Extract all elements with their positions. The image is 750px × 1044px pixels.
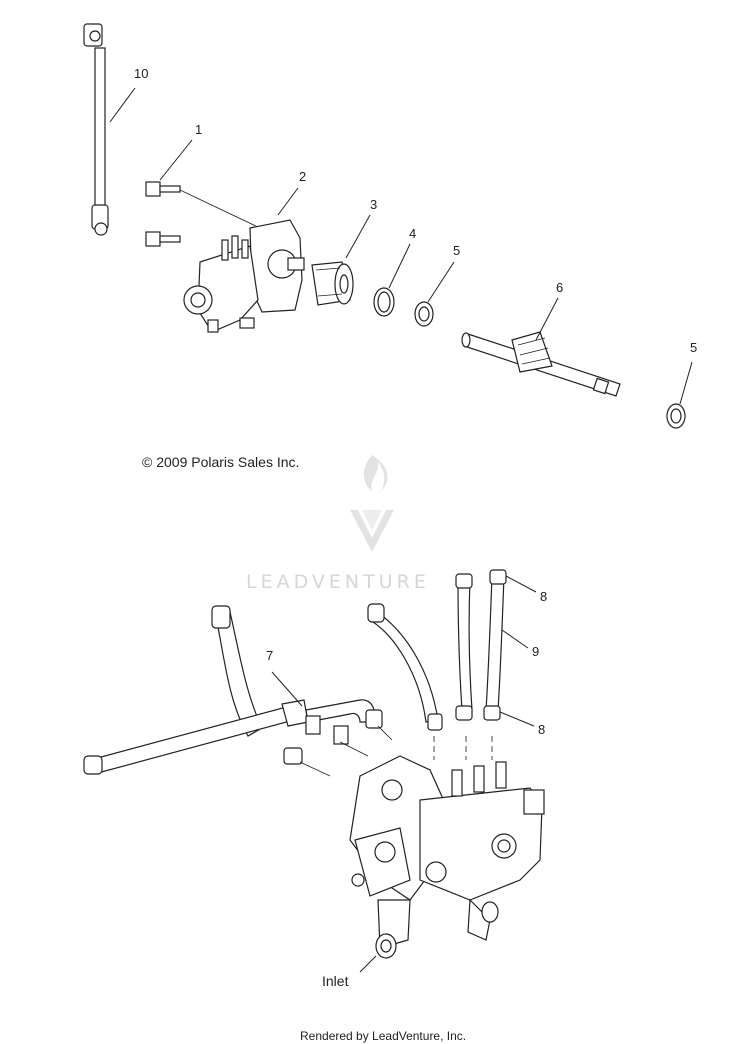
callout-2: 2 (299, 169, 306, 184)
callout-10: 10 (134, 66, 148, 81)
hose-part-9 (367, 569, 507, 731)
callout-7: 7 (266, 648, 273, 663)
callout-5a: 5 (453, 243, 460, 258)
drive-shaft-part-6 (461, 331, 621, 397)
callout-4: 4 (409, 226, 416, 241)
leadventure-watermark-logo (350, 455, 394, 552)
callout-9: 9 (532, 644, 539, 659)
callout-5b: 5 (690, 340, 697, 355)
copyright-text: © 2009 Polaris Sales Inc. (142, 454, 299, 470)
oil-pump-part-2 (183, 219, 305, 333)
inlet-label: Inlet (322, 973, 349, 989)
oil-line-part-10 (83, 23, 109, 236)
callout-6: 6 (556, 280, 563, 295)
drive-coupler-part-3 (311, 261, 354, 306)
washer-part-5a (414, 301, 434, 327)
callout-3: 3 (370, 197, 377, 212)
watermark-text: LEADVENTURE (246, 571, 430, 593)
oil-pump-detail (349, 755, 545, 959)
footer-text: Rendered by LeadVenture, Inc. (300, 1029, 466, 1043)
bolt-part-1 (145, 181, 181, 247)
o-ring-part-4 (373, 287, 395, 317)
callout-1: 1 (195, 122, 202, 137)
hose-left-assembly (83, 605, 383, 775)
washer-part-5b (666, 403, 686, 429)
callout-8a: 8 (540, 589, 547, 604)
callout-8b: 8 (538, 722, 545, 737)
